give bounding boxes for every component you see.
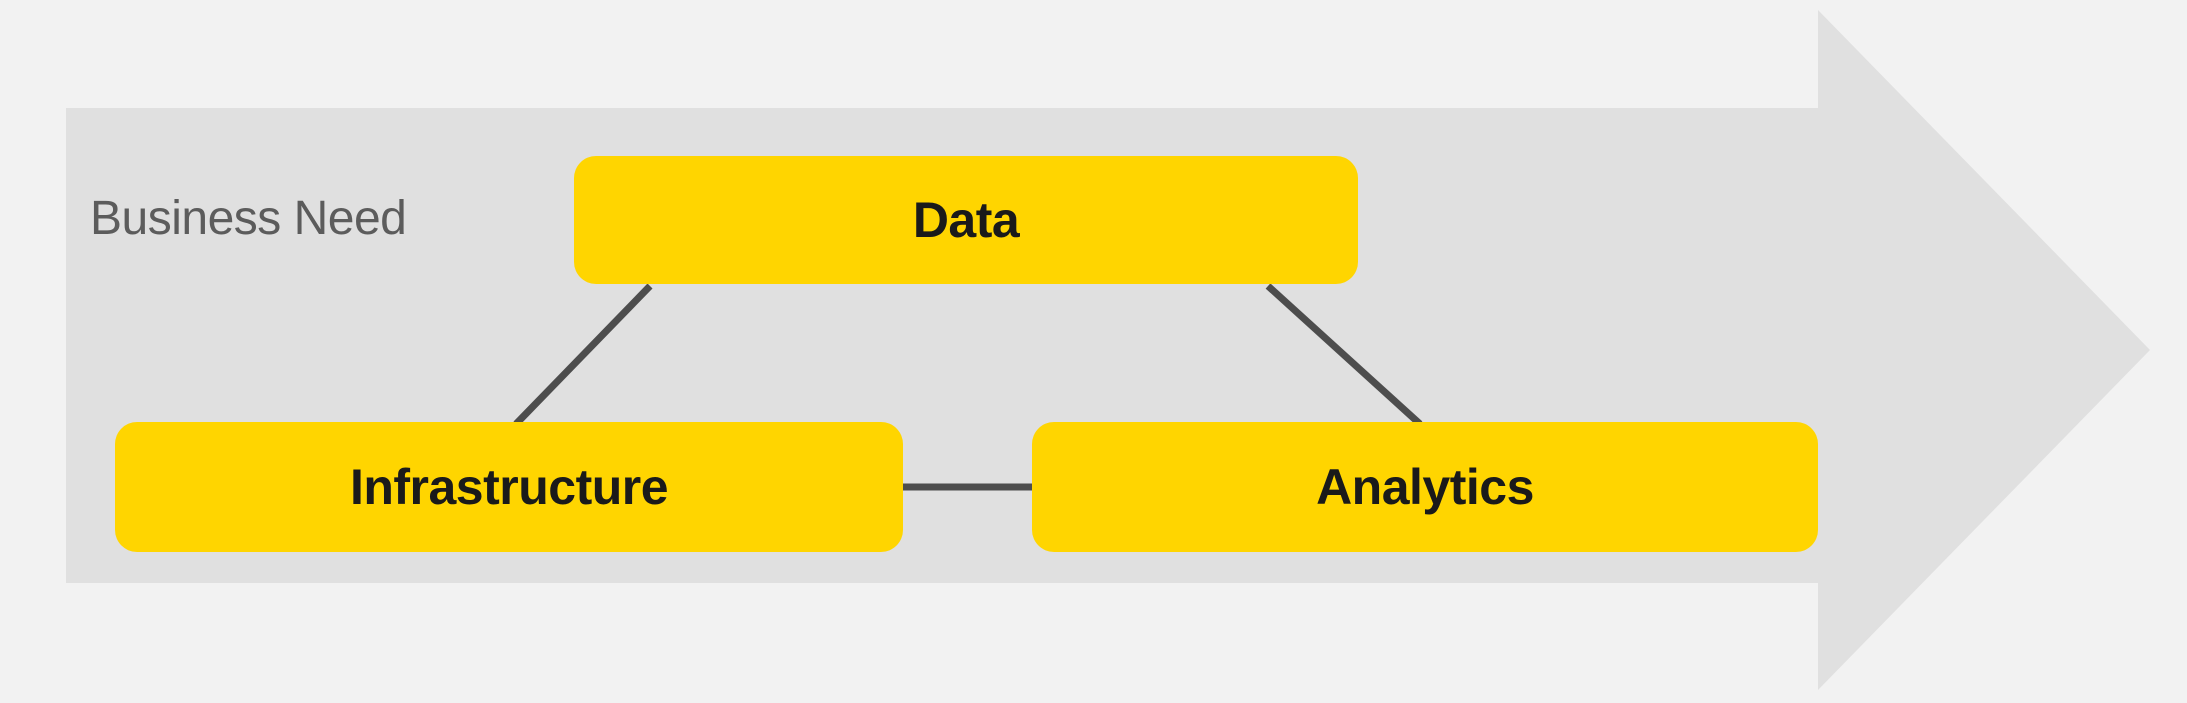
node-infrastructure: Infrastructure: [115, 422, 903, 552]
edge-data-infrastructure: [513, 283, 653, 427]
node-infrastructure-label: Infrastructure: [349, 459, 669, 515]
node-analytics: Analytics: [1032, 422, 1818, 552]
node-data: Data: [574, 156, 1358, 284]
arrow-banner-shape: [66, 10, 2150, 690]
edge-data-analytics: [1265, 283, 1423, 427]
node-data-label: Data: [912, 192, 1020, 248]
node-analytics-label: Analytics: [1316, 459, 1534, 515]
banner-label: Business Need: [90, 191, 407, 245]
